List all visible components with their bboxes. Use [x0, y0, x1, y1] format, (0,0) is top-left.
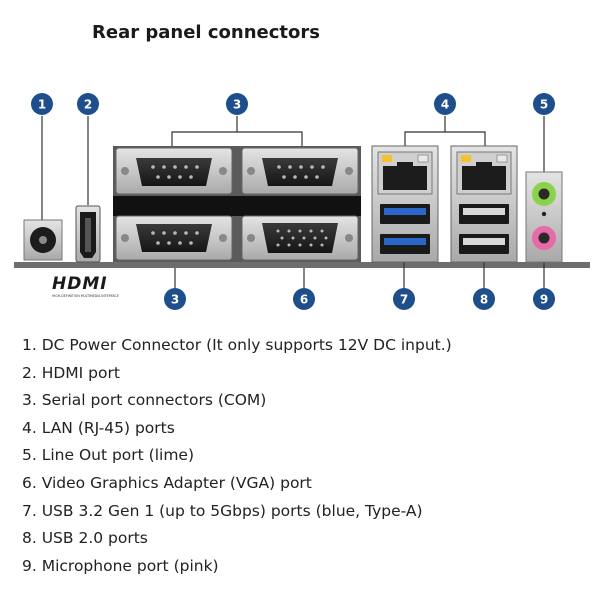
- svg-text:4: 4: [441, 98, 449, 112]
- callout-4: 4: [434, 93, 456, 115]
- callout-3-top: 3: [226, 93, 248, 115]
- svg-text:3: 3: [171, 293, 179, 307]
- svg-text:1: 1: [38, 98, 46, 112]
- callout-3-bottom: 3: [164, 288, 186, 310]
- legend-item-3: 3. Serial port connectors (COM): [22, 391, 267, 410]
- serial-port-bottom-left: [115, 215, 233, 261]
- svg-text:HIGH-DEFINITION MULTIMEDIA INT: HIGH-DEFINITION MULTIMEDIA INTERFACE: [52, 294, 119, 298]
- usb3-port-bottom: [380, 234, 430, 254]
- usb2-port-top: [459, 204, 509, 224]
- svg-text:3: 3: [233, 98, 241, 112]
- audio-jacks: [525, 171, 563, 263]
- serial-vga-stack: [113, 146, 361, 262]
- hdmi-logo: HDMI HIGH-DEFINITION MULTIMEDIA INTERFAC…: [52, 274, 119, 298]
- svg-text:5: 5: [540, 98, 548, 112]
- lan-port-left: [377, 151, 433, 195]
- hdmi-port: [75, 205, 101, 263]
- lan-usb3-stack: [371, 145, 439, 263]
- legend-item-1: 1. DC Power Connector (It only supports …: [22, 336, 452, 354]
- legend-item-8: 8. USB 2.0 ports: [22, 529, 148, 548]
- connector-legend: 1. DC Power Connector (It only supports …: [22, 332, 452, 580]
- legend-item-9: 9. Microphone port (pink): [22, 556, 219, 575]
- svg-text:HDMI: HDMI: [52, 274, 108, 294]
- serial-port-top-left: [115, 147, 233, 195]
- usb2-port-bottom: [459, 234, 509, 254]
- diagram-title: Rear panel connectors: [92, 22, 320, 43]
- microphone-jack: [532, 226, 556, 250]
- svg-text:7: 7: [400, 293, 408, 307]
- usb3-port-top: [380, 204, 430, 224]
- legend-item-4: 4. LAN (RJ-45) ports: [22, 418, 175, 437]
- svg-text:8: 8: [480, 293, 488, 307]
- svg-text:2: 2: [84, 98, 92, 112]
- callout-7: 7: [393, 288, 415, 310]
- svg-text:6: 6: [300, 293, 308, 307]
- line-out-jack: [532, 182, 556, 206]
- panel-baseline: [14, 262, 590, 268]
- callout-8: 8: [473, 288, 495, 310]
- rear-panel-diagram: HDMI HIGH-DEFINITION MULTIMEDIA INTERFAC…: [14, 93, 590, 310]
- legend-item-5: 5. Line Out port (lime): [22, 446, 195, 465]
- legend-item-2: 2. HDMI port: [22, 363, 120, 382]
- callout-1: 1: [31, 93, 53, 115]
- callout-2: 2: [77, 93, 99, 115]
- lan-usb2-stack: [450, 145, 518, 263]
- lan-port-right: [456, 151, 512, 195]
- dc-power-connector: [23, 219, 63, 261]
- vga-port: [241, 215, 359, 261]
- callout-6: 6: [293, 288, 315, 310]
- callout-5: 5: [533, 93, 555, 115]
- legend-item-7: 7. USB 3.2 Gen 1 (up to 5Gbps) ports (bl…: [22, 501, 423, 520]
- legend-item-6: 6. Video Graphics Adapter (VGA) port: [22, 473, 312, 492]
- callout-9: 9: [533, 288, 555, 310]
- serial-port-top-right: [241, 147, 359, 195]
- svg-text:9: 9: [540, 293, 548, 307]
